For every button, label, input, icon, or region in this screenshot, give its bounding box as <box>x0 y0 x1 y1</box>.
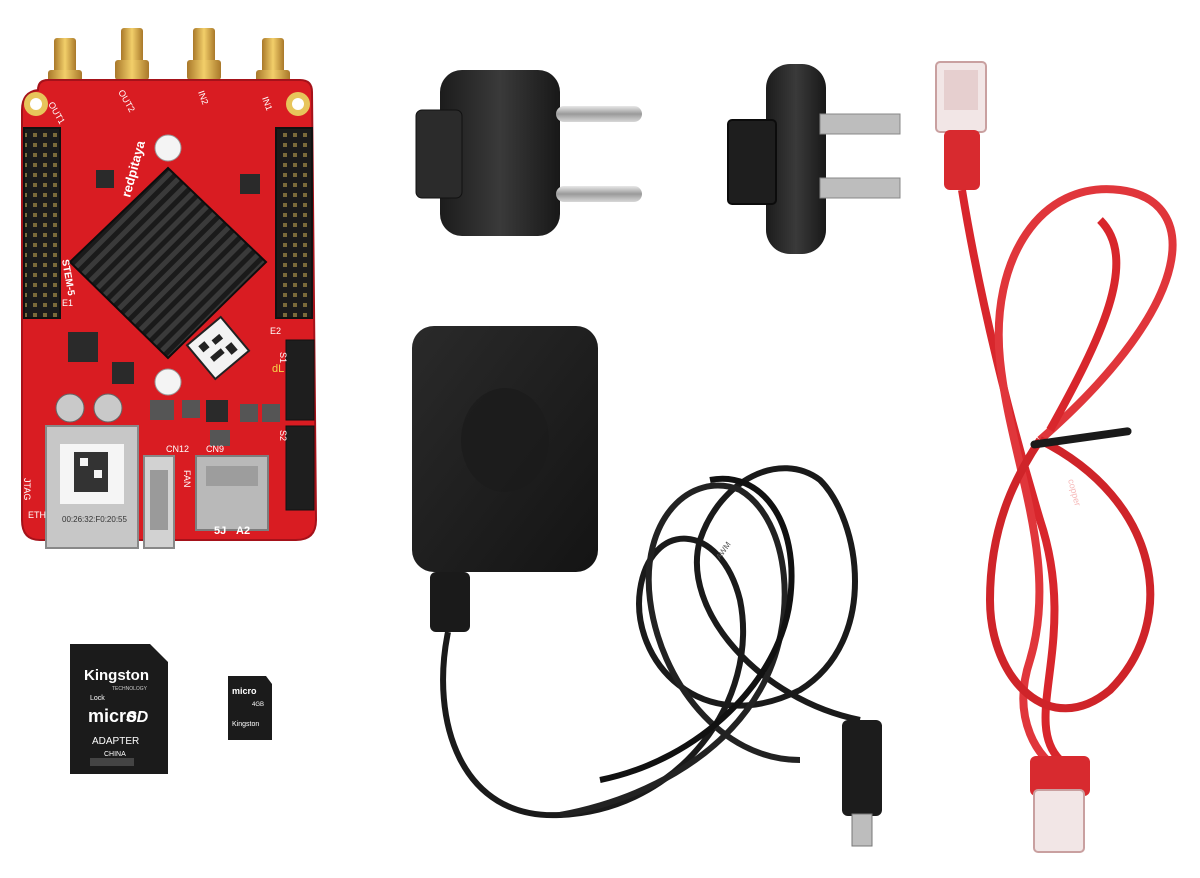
red-pitaya-board: OUT1 OUT2 IN2 IN1 redpitaya STEM-5 E1 E2… <box>21 28 318 549</box>
label-fan: FAN <box>182 470 192 488</box>
uk-plug-adapter <box>727 64 901 254</box>
label-in2: IN2 <box>196 89 210 106</box>
capacitor <box>93 393 123 423</box>
sata-connector-s1 <box>285 339 315 421</box>
micro-usb-plug <box>842 720 882 816</box>
sma-connector-out2 <box>115 28 149 80</box>
sd-adapter-micro: micro <box>88 706 137 726</box>
cable-print-ethernet: copper <box>1066 478 1083 507</box>
mount-hole <box>154 368 182 396</box>
gpio-header-left <box>23 127 61 319</box>
capacitor <box>55 393 85 423</box>
label-cn9: CN9 <box>206 444 224 454</box>
ethernet-jack <box>45 425 139 549</box>
ic-chip <box>240 174 260 194</box>
sd-adapter-adapter: ADAPTER <box>92 736 139 747</box>
eu-plug-adapter <box>415 70 642 236</box>
mount-hole <box>154 134 182 162</box>
microsd-brand: Kingston <box>232 721 259 728</box>
label-s2: S2 <box>278 430 288 441</box>
label-sd-right: A2 <box>236 525 250 537</box>
label-e2: E2 <box>270 326 281 336</box>
sd-adapter-lock: Lock <box>90 695 105 702</box>
mac-address: 00:26:32:F0:20:55 <box>62 515 127 524</box>
cable-print: AWM <box>714 540 733 561</box>
ic-chip <box>68 332 98 362</box>
ic-chip <box>96 170 114 188</box>
ic-chip <box>112 362 134 384</box>
heatsink <box>68 166 268 360</box>
gpio-header-right <box>275 127 313 319</box>
sd-adapter: Kingston TECHNOLOGY Lock micro SD ADAPTE… <box>70 644 168 774</box>
label-e1: E1 <box>62 298 73 308</box>
sata-connector-s2 <box>285 425 315 511</box>
label-cn12: CN12 <box>166 444 189 454</box>
sd-adapter-origin: CHINA <box>104 751 126 758</box>
label-dl: dL <box>272 363 284 375</box>
sd-adapter-sd: SD <box>126 709 149 726</box>
rj45-plug-bottom <box>1033 789 1085 853</box>
microsd-card: micro 4GB Kingston <box>228 676 272 740</box>
sd-adapter-brand-sub: TECHNOLOGY <box>112 686 148 692</box>
ethernet-cable: copper <box>935 61 1177 853</box>
power-supply: AWM <box>412 326 882 847</box>
label-jtag: JTAG <box>22 478 32 500</box>
ic-chip <box>206 400 228 422</box>
sd-adapter-brand: Kingston <box>84 667 149 684</box>
microsd-micro: micro <box>232 686 257 696</box>
label-sd-left: 5J <box>214 525 226 537</box>
label-eth: ETH <box>28 510 46 520</box>
sma-connector-in2 <box>187 28 221 80</box>
label-s1: S1 <box>278 352 288 363</box>
microsd-capacity: 4GB <box>252 702 264 708</box>
qr-chip <box>185 315 251 381</box>
label-in1: IN1 <box>260 95 274 112</box>
